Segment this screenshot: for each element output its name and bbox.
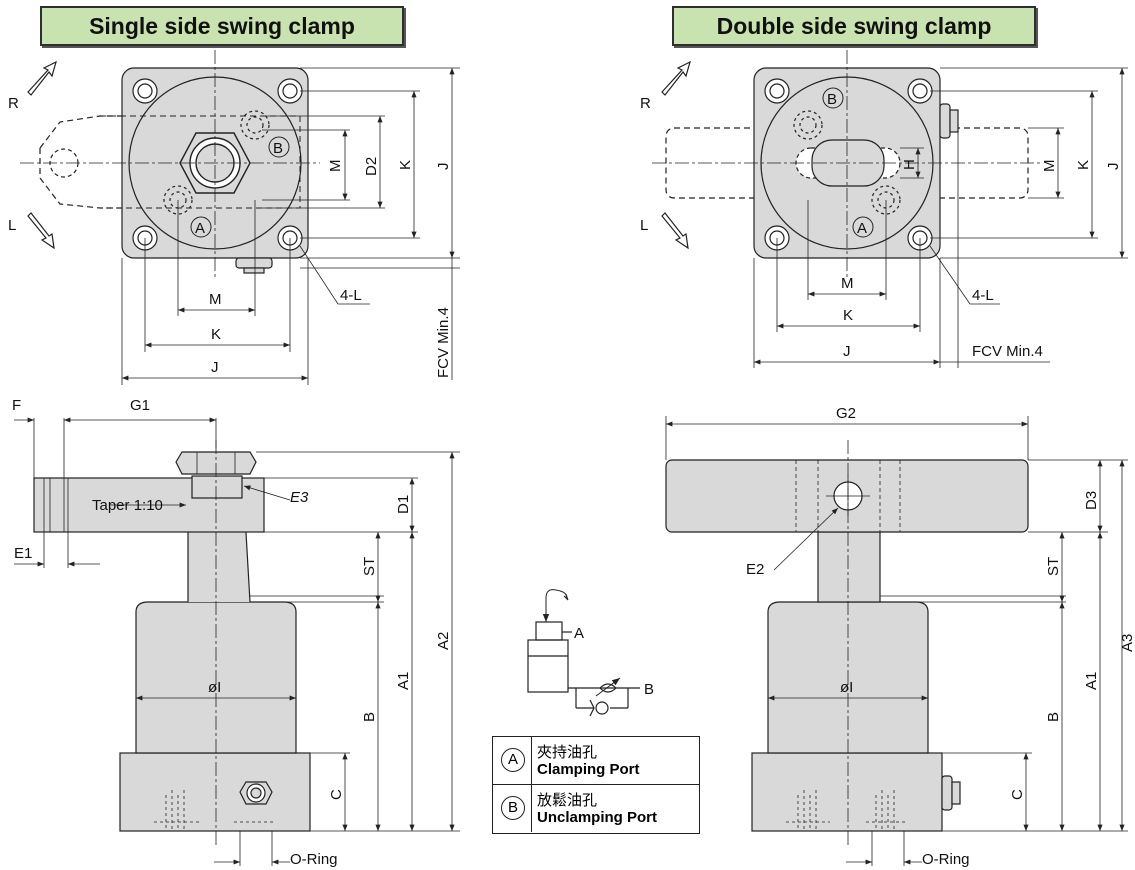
taper-label: Taper 1:10 [92,497,163,514]
dim-a1: A1 [395,672,412,690]
dim-a3: A3 [1119,634,1135,652]
dim-c: C [1009,789,1026,800]
dim-b: B [361,712,378,722]
legend-divider [531,785,532,832]
dim-d3: D3 [1083,491,1100,510]
dim-h: H [901,159,918,170]
dim-k-vertical: K [397,160,414,170]
single-clamp-title: Single side swing clamp [40,6,404,46]
rotate-right-label: R [8,95,19,112]
oring-label: O-Ring [922,851,970,868]
hydraulic-schematic [527,589,640,717]
dim-fcv: FCV Min.4 [972,343,1043,360]
legend-zh-clamping: 夾持油孔 [537,744,598,761]
dim-a2: A2 [435,632,452,650]
dim-j-horizontal: J [843,343,851,360]
dim-f: F [12,397,21,414]
schematic-port-b: B [644,681,654,698]
single-top-labels: R L B A M D2 K J FCV Min.4 M K J 4-L [8,95,452,378]
dim-4l: 4-L [340,287,362,304]
dim-g1: G1 [130,397,150,414]
double-top-view [652,50,1128,368]
dim-k-horizontal: K [211,326,221,343]
dim-fcv: FCV Min.4 [435,307,452,378]
dim-e2: E2 [746,561,764,578]
dim-e3: E3 [290,489,309,506]
dim-st: ST [1045,557,1062,576]
double-top-labels: R L B A H M K J M K J 4-L FCV Min.4 [640,87,1122,360]
single-side-labels: F G1 Taper 1:10 E3 E1 D1 ST B A1 A2 C øI… [12,397,452,868]
legend-mark-b: B [501,796,525,820]
legend-row-unclamping: B 放鬆油孔 Unclamping Port [493,785,699,832]
dim-oi: øI [840,679,853,696]
dim-oi: øI [208,679,221,696]
schematic-port-a: A [574,625,584,642]
dim-m-vertical: M [1041,160,1058,173]
dim-d2: D2 [363,157,380,176]
dim-g2: G2 [836,405,856,422]
legend-divider [531,737,532,784]
schematic-labels: A B [574,625,654,698]
dim-k-vertical: K [1075,160,1092,170]
dim-j-horizontal: J [211,359,219,376]
dim-j-vertical: J [435,163,452,171]
rotate-left-label: L [640,217,648,234]
dim-d1: D1 [395,495,412,514]
dim-b: B [1045,712,1062,722]
dim-m-horizontal: M [209,291,222,308]
dim-st: ST [361,557,378,576]
port-legend: A 夾持油孔 Clamping Port B 放鬆油孔 Unclamping P… [492,736,700,834]
legend-en-unclamping: Unclamping Port [537,809,658,826]
dim-m-vertical: M [327,160,344,173]
double-side-view [665,416,1128,866]
dim-m-horizontal: M [841,275,854,292]
legend-row-clamping: A 夾持油孔 Clamping Port [493,737,699,785]
dim-c: C [328,789,345,800]
single-top-view [20,50,460,385]
dim-k-horizontal: K [843,307,853,324]
single-side-view [14,417,460,866]
dim-e1: E1 [14,545,32,562]
port-b-label: B [827,91,837,108]
dim-4l: 4-L [972,287,994,304]
port-a-label: A [857,220,867,237]
rotate-left-label: L [8,217,16,234]
oring-label: O-Ring [290,851,338,868]
legend-zh-unclamping: 放鬆油孔 [537,792,598,809]
port-b-label: B [273,140,283,157]
port-a-label: A [195,220,205,237]
dim-j-vertical: J [1105,163,1122,171]
legend-mark-a: A [501,748,525,772]
legend-en-clamping: Clamping Port [537,761,640,778]
double-side-labels: G2 E2 D3 ST B A1 A3 C øI O-Ring [746,405,1135,868]
dim-a1: A1 [1083,672,1100,690]
rotate-right-label: R [640,95,651,112]
double-clamp-title: Double side swing clamp [672,6,1036,46]
